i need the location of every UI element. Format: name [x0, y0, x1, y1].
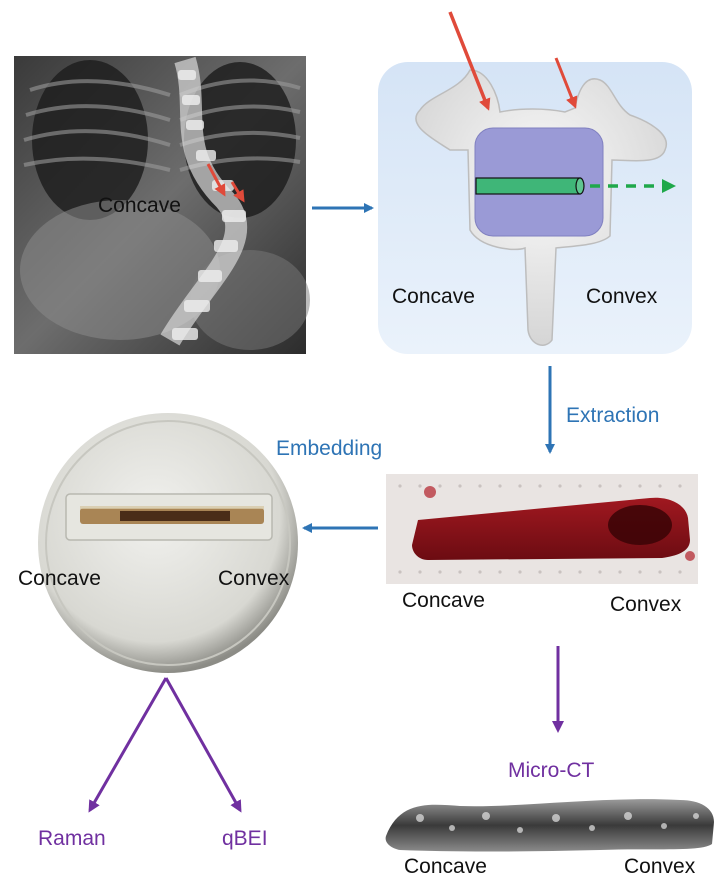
flow-arrow-qbei	[166, 678, 240, 810]
ct-label-concave: Concave	[404, 856, 487, 877]
step-label-raman: Raman	[38, 828, 106, 849]
flow-arrow-raman	[90, 678, 166, 810]
micro-ct-scan	[386, 799, 714, 851]
disc-label-concave: Concave	[18, 568, 101, 589]
vertebra-label-convex: Convex	[586, 286, 657, 307]
disc-label-convex: Convex	[218, 568, 289, 589]
core-label-concave: Concave	[402, 590, 485, 611]
bone-core-photo	[386, 474, 698, 584]
xray-label-concave: Concave	[98, 195, 181, 216]
step-label-embedding: Embedding	[276, 438, 382, 459]
vertebra-label-concave: Concave	[392, 286, 475, 307]
step-label-micro-ct: Micro-CT	[508, 760, 594, 781]
embedded-sample-disc	[38, 413, 298, 673]
core-label-convex: Convex	[610, 594, 681, 615]
step-label-qbei: qBEI	[222, 828, 268, 849]
ct-label-convex: Convex	[624, 856, 695, 877]
step-label-extraction: Extraction	[566, 405, 659, 426]
